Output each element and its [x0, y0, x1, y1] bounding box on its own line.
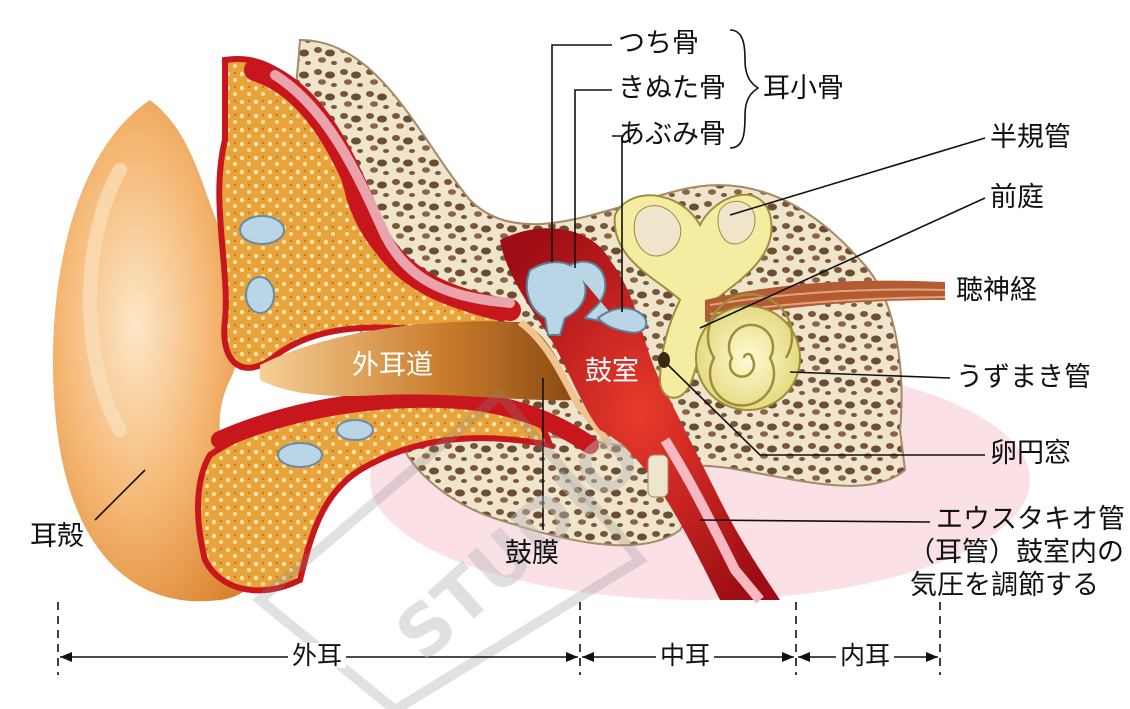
- label-vestibule: 前庭: [990, 182, 1044, 213]
- incus-bone: [569, 260, 613, 324]
- section-outer-ear: 外耳: [288, 643, 347, 668]
- watermark-frame: [252, 387, 648, 709]
- label-eustachian-line3: 気圧を調節する: [910, 570, 1099, 601]
- label-incus: きぬた骨: [618, 73, 726, 104]
- eardrum-membrane: [517, 319, 613, 447]
- label-stapes: あぶみ骨: [618, 119, 726, 150]
- label-auricle: 耳殻: [30, 521, 84, 552]
- malleus-bone: [525, 261, 587, 336]
- arrowhead: [798, 652, 810, 662]
- label-eustachian-line1: エウスタキオ管: [936, 504, 1125, 535]
- label-semicircular: 半規管: [990, 122, 1071, 153]
- arrowhead: [582, 652, 594, 662]
- oval-window: [658, 352, 670, 368]
- ossicles-brace: [729, 29, 760, 149]
- cartilage-cell: [336, 419, 374, 441]
- label-auditory-nerve: 聴神経: [956, 275, 1037, 306]
- label-eustachian-line2: （耳管）鼓室内の: [908, 537, 1124, 568]
- arrowhead: [60, 652, 72, 662]
- stapes-bone: [596, 307, 648, 334]
- ear-canal: [260, 321, 575, 401]
- leader-oval-window: [667, 364, 985, 456]
- label-tympanic-cavity: 鼓室: [585, 356, 639, 387]
- eustachian-cartilage: [647, 454, 669, 498]
- leader-cochlea: [789, 371, 951, 379]
- leader-lines: [94, 29, 986, 530]
- leader-semicircular: [729, 137, 986, 216]
- label-ear-canal: 外耳道: [352, 350, 433, 381]
- arrowhead: [566, 652, 578, 662]
- section-middle-ear: 中耳: [656, 643, 715, 668]
- canal-loop: [633, 205, 682, 257]
- arrowhead: [926, 652, 938, 662]
- auricle-highlight: [83, 163, 127, 437]
- leader-vestibule: [699, 197, 986, 329]
- leader-auricle: [94, 469, 146, 521]
- eustachian-tube-lining: [660, 437, 764, 604]
- leader-incus: [574, 89, 612, 268]
- section-inner-ear: 内耳: [836, 643, 895, 668]
- label-cochlea: うずまき管: [956, 362, 1091, 393]
- leader-stapes: [612, 135, 623, 312]
- cochlea-spiral: [706, 293, 794, 407]
- ruler-arrowheads: [60, 652, 938, 662]
- tympanic-cavity: [500, 228, 780, 601]
- watermark: [252, 387, 648, 709]
- canal-loop: [717, 200, 756, 245]
- label-ossicles: 耳小骨: [763, 73, 844, 104]
- leader-malleus: [551, 44, 612, 262]
- label-eardrum: 鼓膜: [505, 538, 559, 569]
- leader-eustachian: [699, 519, 931, 523]
- lower-skin-layer: [211, 389, 599, 454]
- label-oval-window: 卵円窓: [990, 438, 1071, 469]
- upper-mucosa-layer: [270, 70, 515, 308]
- nerve-fiber: [709, 288, 946, 306]
- label-malleus: つち骨: [618, 28, 699, 59]
- cartilage-cell: [277, 442, 323, 468]
- cartilage-cell: [245, 276, 275, 314]
- cartilage-cell: [239, 215, 285, 245]
- arrowhead: [782, 652, 794, 662]
